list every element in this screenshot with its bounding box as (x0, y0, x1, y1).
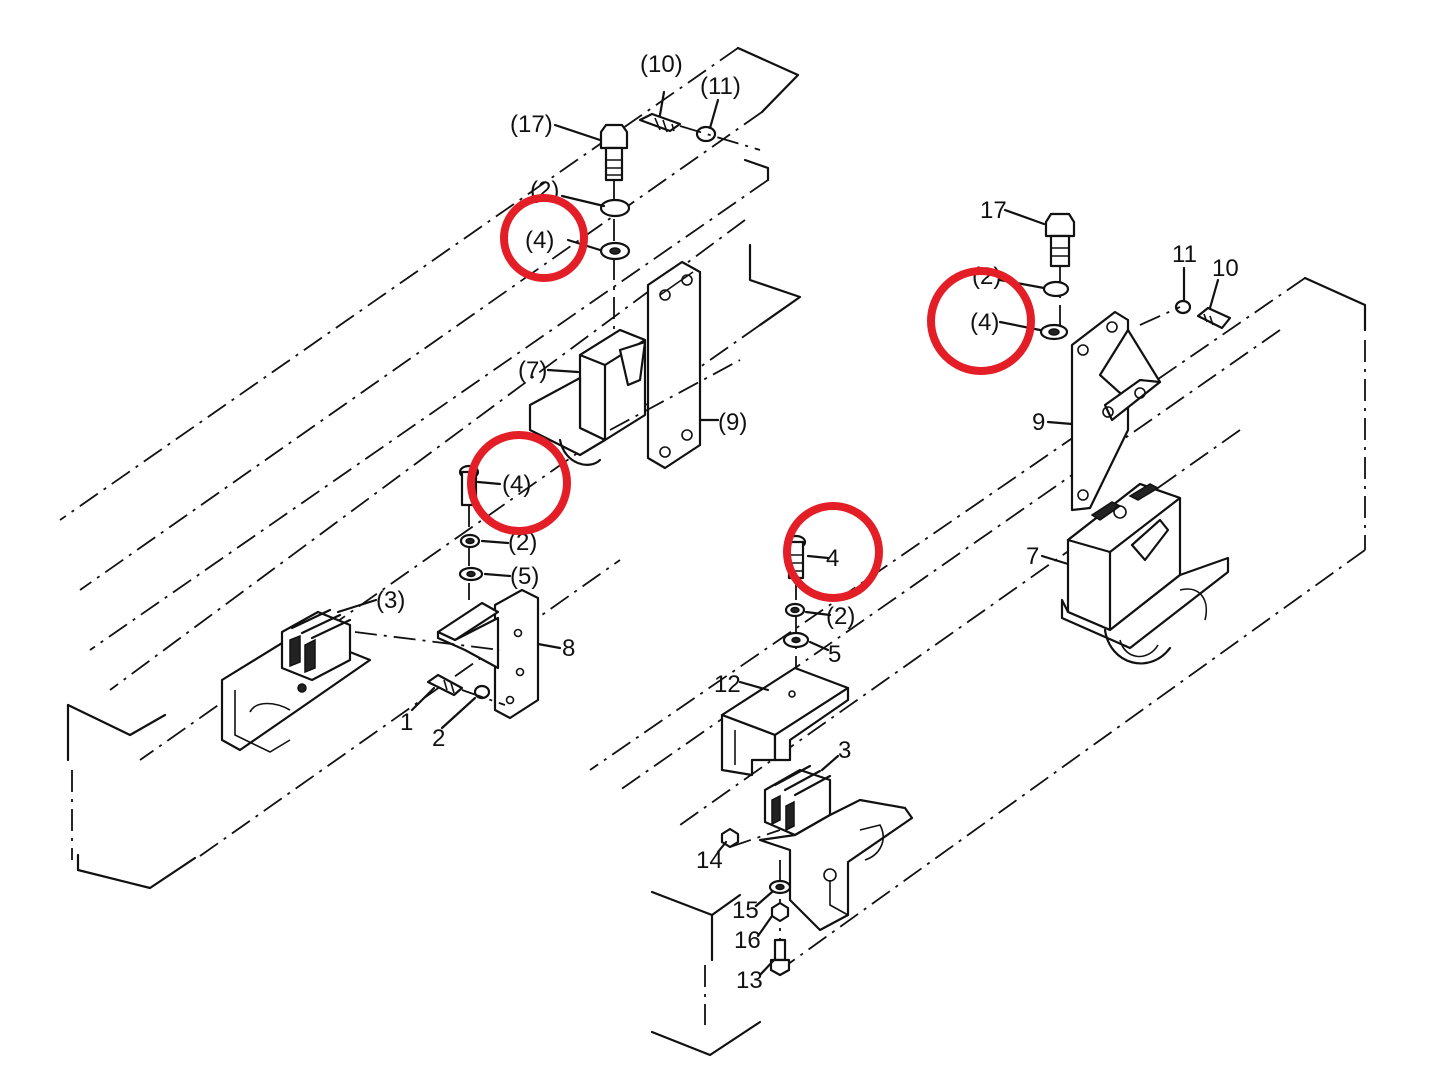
left-frame-rail (59, 46, 802, 890)
highlight-circle-right (927, 267, 1035, 375)
label-r-11: 11 (1172, 241, 1197, 268)
label-r-7: 7 (1026, 543, 1039, 570)
label-part-10: (10) (640, 51, 683, 78)
label-part-11: (11) (700, 73, 741, 100)
label-part-5: (5) (510, 563, 539, 590)
label-part-2-lower: 2 (432, 725, 445, 752)
label-m-13: 13 (736, 967, 763, 994)
highlight-circle-upper-left (500, 194, 588, 282)
label-m-12: 12 (714, 671, 741, 698)
label-r-17: 17 (980, 197, 1007, 224)
right-frame-rail (589, 276, 1367, 1057)
label-m-5: 5 (828, 641, 841, 668)
left-lower-assembly (220, 464, 540, 753)
label-part-1: 1 (400, 709, 413, 736)
left-upper-assembly (528, 112, 761, 470)
label-part-4-upper: (4) (525, 227, 554, 254)
label-m-4: 4 (826, 545, 839, 572)
label-part-3-left: (3) (376, 587, 405, 614)
highlight-circle-middle (783, 502, 883, 602)
label-part-9-left: (9) (718, 409, 747, 436)
label-part-8: 8 (562, 635, 575, 662)
label-part-17: (17) (510, 111, 553, 138)
label-part-4-middle: (4) (502, 471, 531, 498)
highlight-circles (467, 194, 1035, 602)
label-m-16: 16 (734, 927, 761, 954)
right-upper-assembly (1039, 212, 1232, 665)
label-m-3: 3 (838, 737, 851, 764)
label-r-4: (4) (970, 309, 999, 336)
label-r-9: 9 (1032, 409, 1045, 436)
label-m-15: 15 (732, 897, 759, 924)
label-r-10: 10 (1212, 255, 1239, 282)
label-m-2: (2) (826, 603, 855, 630)
middle-assembly (720, 534, 914, 977)
highlight-circle-middle-left (467, 431, 571, 535)
label-m-14: 14 (696, 847, 723, 874)
part-labels: (10) (11) (17) (2) (4) (7) (9) (4) (2) (… (376, 51, 1239, 994)
label-part-7-left: (7) (518, 357, 547, 384)
